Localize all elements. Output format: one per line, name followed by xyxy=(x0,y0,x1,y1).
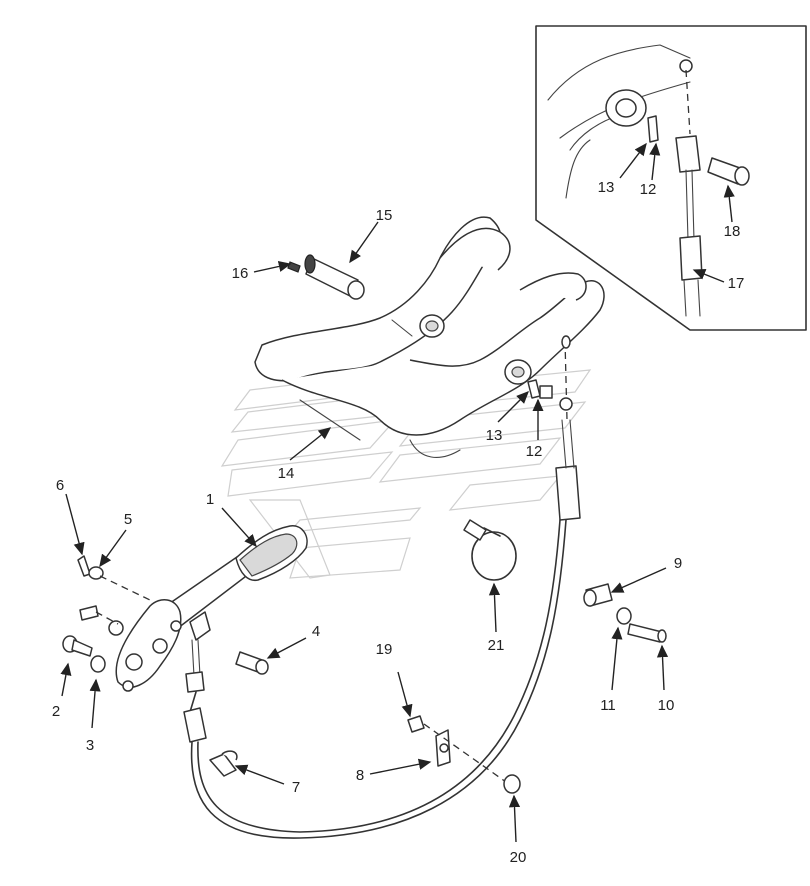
brake-cable xyxy=(183,397,581,839)
mounting-bracket-right xyxy=(281,272,605,458)
callout-7: 7 xyxy=(292,779,300,796)
leader-lines xyxy=(60,142,735,843)
callout-10: 10 xyxy=(658,697,675,714)
mounting-bracket-left xyxy=(254,216,511,382)
callout-14: 14 xyxy=(278,465,295,482)
cable-bracket-8 xyxy=(407,715,521,794)
clamp-assembly-9 xyxy=(583,583,667,643)
callout-20: 20 xyxy=(510,849,527,866)
callout-12-inset: 12 xyxy=(640,181,657,198)
callout-13: 13 xyxy=(486,427,503,444)
callout-19: 19 xyxy=(376,641,393,658)
callout-16: 16 xyxy=(232,265,249,282)
callout-15: 15 xyxy=(376,207,393,224)
callout-12: 12 xyxy=(526,443,543,460)
cable-tie-21 xyxy=(463,519,517,581)
callout-17: 17 xyxy=(728,275,745,292)
left-fasteners xyxy=(62,555,269,675)
cable-clip-7 xyxy=(209,750,238,777)
pin-assembly-15-16 xyxy=(287,254,365,300)
callout-13-inset: 13 xyxy=(598,179,615,196)
callout-2: 2 xyxy=(52,703,60,720)
callout-5: 5 xyxy=(124,511,132,528)
callout-11: 11 xyxy=(600,697,616,714)
callout-labels: 1 2 3 4 5 6 7 8 9 10 11 12 13 14 15 16 1… xyxy=(52,179,745,866)
callout-4: 4 xyxy=(312,623,320,640)
callout-18: 18 xyxy=(724,223,741,240)
hand-brake-lever xyxy=(115,525,308,693)
inset-detail-box xyxy=(535,25,807,331)
callout-21: 21 xyxy=(488,637,505,654)
callout-8: 8 xyxy=(356,767,364,784)
callout-6: 6 xyxy=(56,477,64,494)
callout-9: 9 xyxy=(674,555,682,572)
callout-1: 1 xyxy=(206,491,214,508)
callout-3: 3 xyxy=(86,737,94,754)
